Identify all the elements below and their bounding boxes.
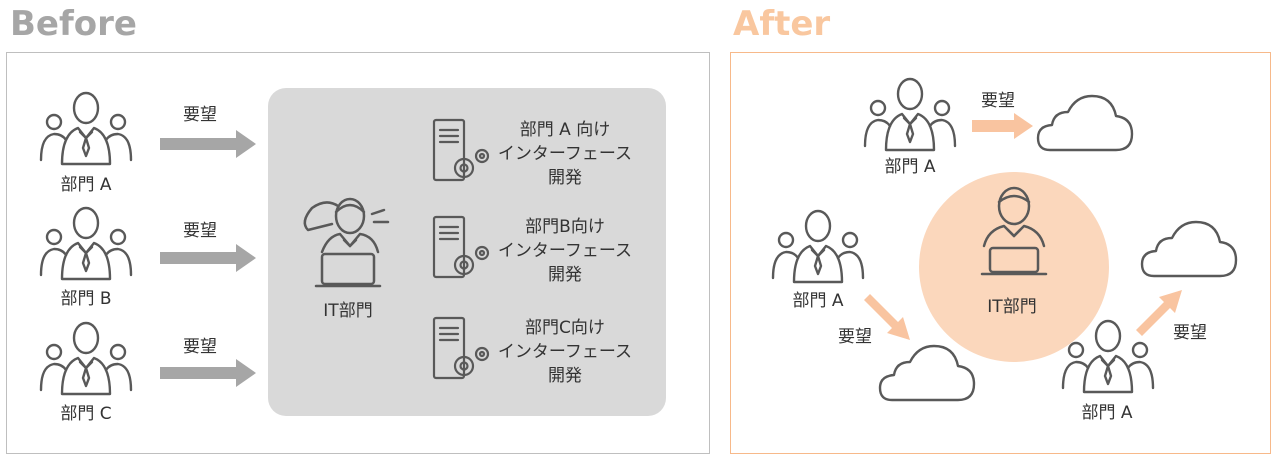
department-c-label: 部門 C bbox=[60, 404, 112, 424]
service-a-description: 部門 A 向け インターフェース 開発 bbox=[497, 120, 633, 188]
it-department-label: IT部門 bbox=[987, 297, 1037, 317]
department-a-label: 部門 A bbox=[884, 157, 936, 177]
request-label: 要望 bbox=[183, 221, 217, 241]
after-title: After bbox=[733, 4, 831, 44]
request-arrow bbox=[160, 244, 256, 272]
server-gear-icon bbox=[430, 118, 492, 186]
department-group-icon bbox=[36, 90, 136, 168]
service-c-description: 部門C向け インターフェース 開発 bbox=[497, 318, 633, 386]
department-a-label: 部門 A bbox=[1081, 403, 1133, 423]
server-gear-icon bbox=[430, 215, 492, 283]
it-department-circle bbox=[919, 172, 1109, 362]
request-arrow bbox=[972, 113, 1033, 139]
it-department-box bbox=[268, 88, 666, 416]
department-a-label: 部門 A bbox=[792, 291, 844, 311]
cloud-icon bbox=[878, 338, 976, 406]
department-group-icon bbox=[768, 208, 868, 286]
it-worker-icon bbox=[980, 186, 1048, 276]
request-arrow bbox=[160, 359, 256, 387]
request-label: 要望 bbox=[183, 337, 217, 357]
cloud-icon bbox=[1140, 214, 1238, 282]
request-arrow bbox=[1136, 290, 1182, 336]
before-panel bbox=[6, 52, 710, 454]
department-group-icon bbox=[36, 320, 136, 398]
request-label: 要望 bbox=[981, 91, 1015, 111]
request-label: 要望 bbox=[183, 105, 217, 125]
request-label: 要望 bbox=[1173, 323, 1207, 343]
server-gear-icon bbox=[430, 316, 492, 384]
before-title: Before bbox=[10, 4, 137, 44]
department-b-label: 部門 B bbox=[60, 289, 112, 309]
department-group-icon bbox=[860, 76, 960, 154]
department-group-icon bbox=[36, 205, 136, 283]
department-a-label: 部門 A bbox=[60, 175, 112, 195]
after-panel bbox=[730, 52, 1271, 454]
service-b-description: 部門B向け インターフェース 開発 bbox=[497, 217, 633, 285]
request-label: 要望 bbox=[838, 327, 872, 347]
request-arrow bbox=[864, 294, 910, 340]
request-arrow bbox=[160, 130, 256, 158]
cloud-icon bbox=[1036, 88, 1134, 156]
it-department-label: IT部門 bbox=[323, 301, 373, 321]
stressed-worker-icon bbox=[303, 197, 390, 288]
